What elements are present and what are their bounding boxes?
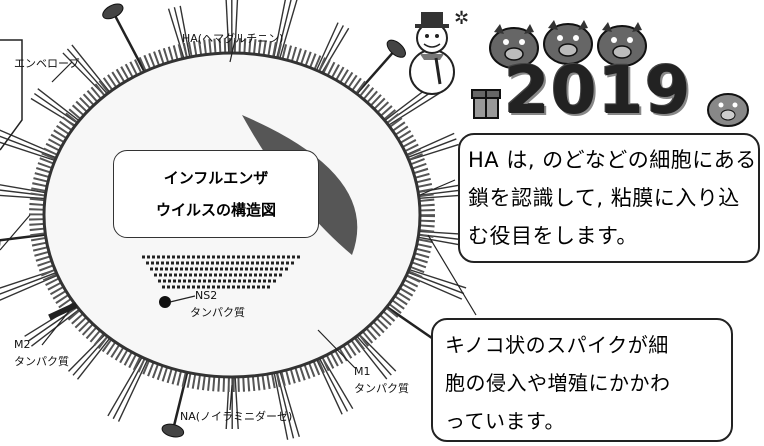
- label-ns2: NS2: [195, 289, 218, 302]
- diagram-title-line1: インフルエンザ: [163, 169, 269, 187]
- label-m2-protein: タンパク質: [14, 355, 69, 368]
- boar-piglet-icon: [707, 93, 749, 127]
- ha-callout-line3: む役目をします。: [468, 224, 638, 248]
- spike-callout-line3: っています。: [445, 409, 565, 433]
- boar-icon: [543, 20, 593, 65]
- pointer-line: [427, 234, 477, 316]
- spike: [30, 88, 80, 127]
- label-m2: M2: [14, 338, 31, 351]
- spike: [316, 356, 354, 415]
- pointer-line: [169, 295, 196, 303]
- label-ns2-protein: タンパク質: [190, 306, 245, 319]
- pointer-line: [419, 179, 456, 196]
- label-m1: M1: [354, 365, 371, 378]
- envelope-outer: [29, 38, 435, 392]
- ha-callout-line2: 鎖を認識して, 粘膜に入り込: [468, 186, 740, 210]
- spike: [0, 269, 58, 301]
- diagram-title-box: インフルエンザ ウイルスの構造図: [113, 150, 319, 238]
- ha-callout-line1: HA は, のどなどの細胞にある: [468, 148, 757, 172]
- pointer-line: [229, 384, 233, 411]
- label-envelope: エンベロープ: [14, 57, 80, 70]
- label-ha: HA(ヘマグルチニン): [182, 32, 284, 45]
- m2-channel: [48, 301, 78, 321]
- spike: [0, 229, 46, 253]
- pointer-line: [51, 61, 73, 83]
- year-graphic: 2019: [504, 52, 692, 129]
- ns2-particle: [159, 296, 171, 308]
- left-edge-frame: [0, 39, 23, 151]
- snowman-icon: ✲: [409, 8, 469, 95]
- boar-icon: [489, 24, 539, 69]
- pointer-line: [41, 309, 71, 346]
- pointer-line: [0, 214, 31, 251]
- spike: [355, 39, 406, 95]
- diagram-title-line2: ウイルスの構造図: [155, 201, 276, 219]
- spike: [102, 3, 146, 73]
- pointer-line: [317, 329, 356, 369]
- spike: [161, 372, 189, 438]
- svg-text:✲: ✲: [454, 8, 469, 29]
- spike-callout-line1: キノコ状のスパイクが細: [445, 333, 669, 357]
- label-pointer-lines: [0, 39, 477, 411]
- label-na: NA(ノイラミニダーゼ): [180, 410, 293, 423]
- label-m1-protein: タンパク質: [354, 382, 409, 395]
- spike-callout-line2: 胞の侵入や増殖にかかわ: [445, 371, 671, 395]
- ha-callout: HA は, のどなどの細胞にある 鎖を認識して, 粘膜に入り込 む役目をします。: [458, 133, 760, 263]
- spike-callout: キノコ状のスパイクが細 胞の侵入や増殖にかかわ っています。: [431, 318, 733, 442]
- pointer-line: [229, 39, 236, 63]
- boar-icon: [597, 22, 647, 67]
- gift-icon: [471, 89, 501, 119]
